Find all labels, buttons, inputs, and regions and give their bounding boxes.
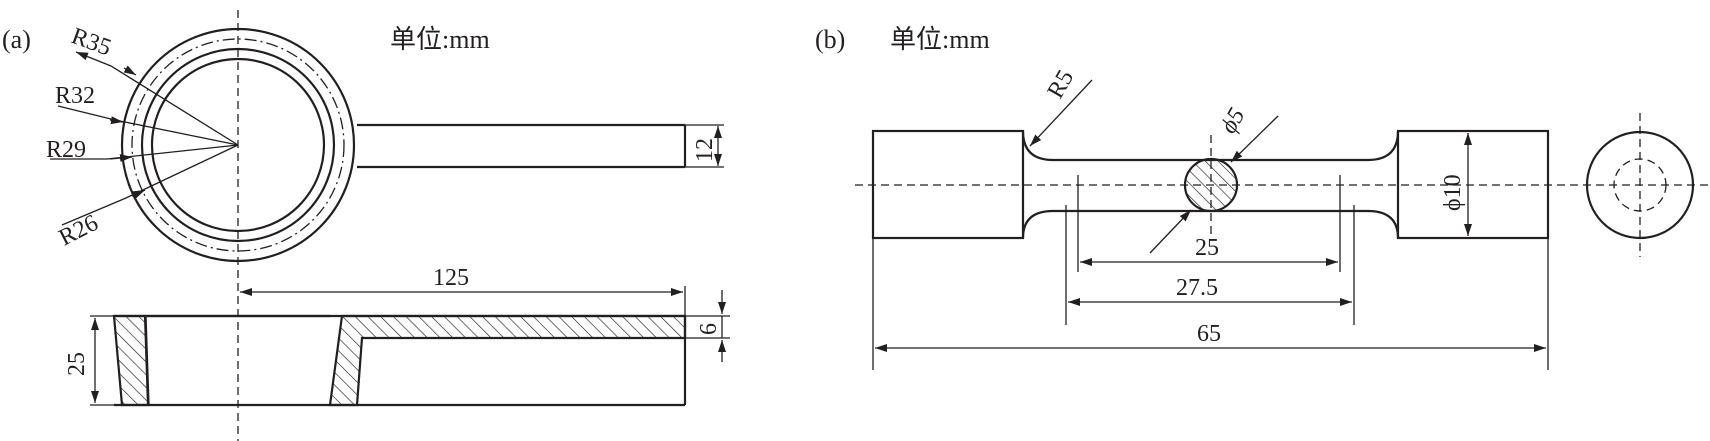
panel-a-label: (a): [2, 25, 31, 54]
section-view: [112, 314, 687, 407]
radius-label-r26: R26: [55, 210, 102, 251]
parallel-length-label: 27.5: [1176, 275, 1218, 301]
end-view: [1585, 113, 1695, 257]
gauge-length-label: 25: [1195, 235, 1219, 261]
extension-lines: [872, 175, 1549, 370]
circle-r29: [140, 47, 336, 243]
panel-a-unit: 单位:mm: [390, 25, 490, 54]
panel-b: (b) 单位:mm R5 ϕ5 ϕ10: [815, 25, 1710, 370]
right-grip: [1396, 129, 1550, 240]
handle-width-label: 12: [692, 138, 718, 162]
length-dimension: [240, 286, 686, 316]
panel-b-unit: 单位:mm: [890, 25, 990, 54]
circle-r35: [120, 27, 356, 263]
radius-leaders: [50, 51, 239, 226]
fillet-label: R5: [1043, 66, 1080, 103]
thickness-dimension: [685, 290, 730, 362]
panel-b-label: (b): [815, 25, 845, 54]
total-length-label: 65: [1197, 321, 1221, 347]
radius-label-r35: R35: [68, 23, 114, 61]
circle-r26: [150, 57, 326, 233]
height-dimension: [90, 315, 124, 406]
top-view-handle: 12: [357, 123, 724, 169]
height-label: 25: [64, 352, 90, 376]
fillet-leader: [1029, 79, 1093, 147]
left-grip: [871, 129, 1025, 240]
length-label: 125: [433, 265, 469, 291]
grip-diameter-label: ϕ10: [1440, 174, 1466, 211]
top-view-ring: [120, 27, 356, 263]
circle-r32: [131, 38, 345, 252]
section-left-wall: [112, 314, 150, 407]
gauge-diameter-label: ϕ5: [1216, 104, 1251, 138]
panel-a: (a) 单位:mm 12: [2, 10, 730, 441]
thickness-label: 6: [696, 323, 722, 335]
gauge-cross-section: [1183, 135, 1239, 235]
radius-label-r32: R32: [55, 83, 95, 109]
section-right-wall-and-handle: [328, 314, 687, 407]
radius-label-r29: R29: [46, 137, 86, 163]
